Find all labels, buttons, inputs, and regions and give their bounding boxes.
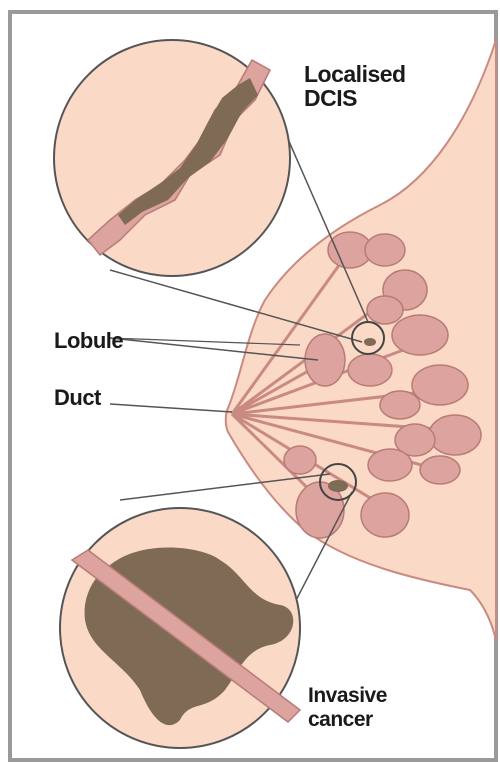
- invasive-tumour-marker: [328, 480, 348, 492]
- lobule-label: Lobule: [54, 328, 123, 354]
- invasive-magnifier: [60, 508, 300, 748]
- duct-label: Duct: [54, 385, 101, 411]
- invasive-label-line2: cancer: [308, 708, 387, 732]
- dcis-label-line2: DCIS: [304, 86, 406, 110]
- dcis-magnifier: [54, 40, 290, 276]
- invasive-cancer-label: Invasive cancer: [308, 684, 387, 732]
- duct-leader-line: [110, 404, 232, 412]
- invasive-label-line1: Invasive: [308, 684, 387, 708]
- dcis-label-line1: Localised: [304, 62, 406, 86]
- dcis-tumour-marker: [364, 338, 376, 346]
- dcis-label: Localised DCIS: [304, 62, 406, 110]
